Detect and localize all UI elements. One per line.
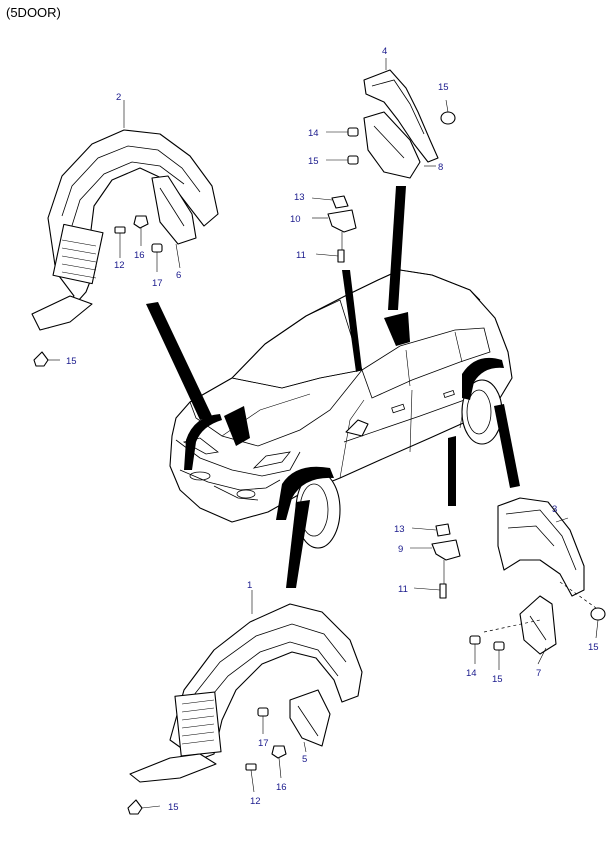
callout-4: 4 bbox=[382, 46, 387, 57]
callout-15: 15 bbox=[588, 642, 599, 653]
callout-17: 17 bbox=[258, 738, 269, 749]
callout-15: 15 bbox=[66, 356, 77, 367]
fasteners-group-2 bbox=[33, 100, 181, 367]
callout-15: 15 bbox=[438, 82, 449, 93]
fasteners-group-4 bbox=[326, 99, 456, 165]
callout-5: 5 bbox=[302, 754, 307, 765]
front-wheel-liner-right bbox=[129, 590, 363, 783]
callout-6: 6 bbox=[176, 270, 181, 281]
callout-12: 12 bbox=[250, 796, 261, 807]
callout-12: 12 bbox=[114, 260, 125, 271]
callout-3: 3 bbox=[552, 504, 557, 515]
fasteners-group-1 bbox=[127, 707, 287, 815]
car-body bbox=[169, 269, 513, 549]
callout-15: 15 bbox=[492, 674, 503, 685]
callout-14: 14 bbox=[308, 128, 319, 139]
callout-labels: 1 2 3 4 5 6 7 8 9 10 11 11 12 12 13 13 1… bbox=[66, 46, 599, 813]
callout-14: 14 bbox=[466, 668, 477, 679]
bracket-assembly-right bbox=[410, 523, 461, 599]
callout-9: 9 bbox=[398, 544, 403, 555]
callout-15: 15 bbox=[168, 802, 179, 813]
callout-15: 15 bbox=[308, 156, 319, 167]
callout-16: 16 bbox=[134, 250, 145, 261]
callout-2: 2 bbox=[116, 92, 121, 103]
callout-1: 1 bbox=[247, 580, 252, 591]
callout-16: 16 bbox=[276, 782, 287, 793]
fasteners-group-3 bbox=[469, 607, 606, 670]
rear-wheel-liner-right bbox=[363, 58, 439, 179]
callout-13: 13 bbox=[394, 524, 405, 535]
rear-wheel-liner-left bbox=[483, 497, 597, 665]
callout-8: 8 bbox=[438, 162, 443, 173]
callout-10: 10 bbox=[290, 214, 301, 225]
callout-7: 7 bbox=[536, 668, 541, 679]
bracket-assembly-top bbox=[311, 195, 357, 263]
leader-bands bbox=[146, 186, 520, 588]
diagram-title: (5DOOR) bbox=[6, 5, 61, 20]
callout-13: 13 bbox=[294, 192, 305, 203]
front-wheel-liner-left bbox=[31, 129, 219, 331]
callout-17: 17 bbox=[152, 278, 163, 289]
callout-11: 11 bbox=[398, 584, 408, 595]
callout-11: 11 bbox=[296, 250, 306, 261]
